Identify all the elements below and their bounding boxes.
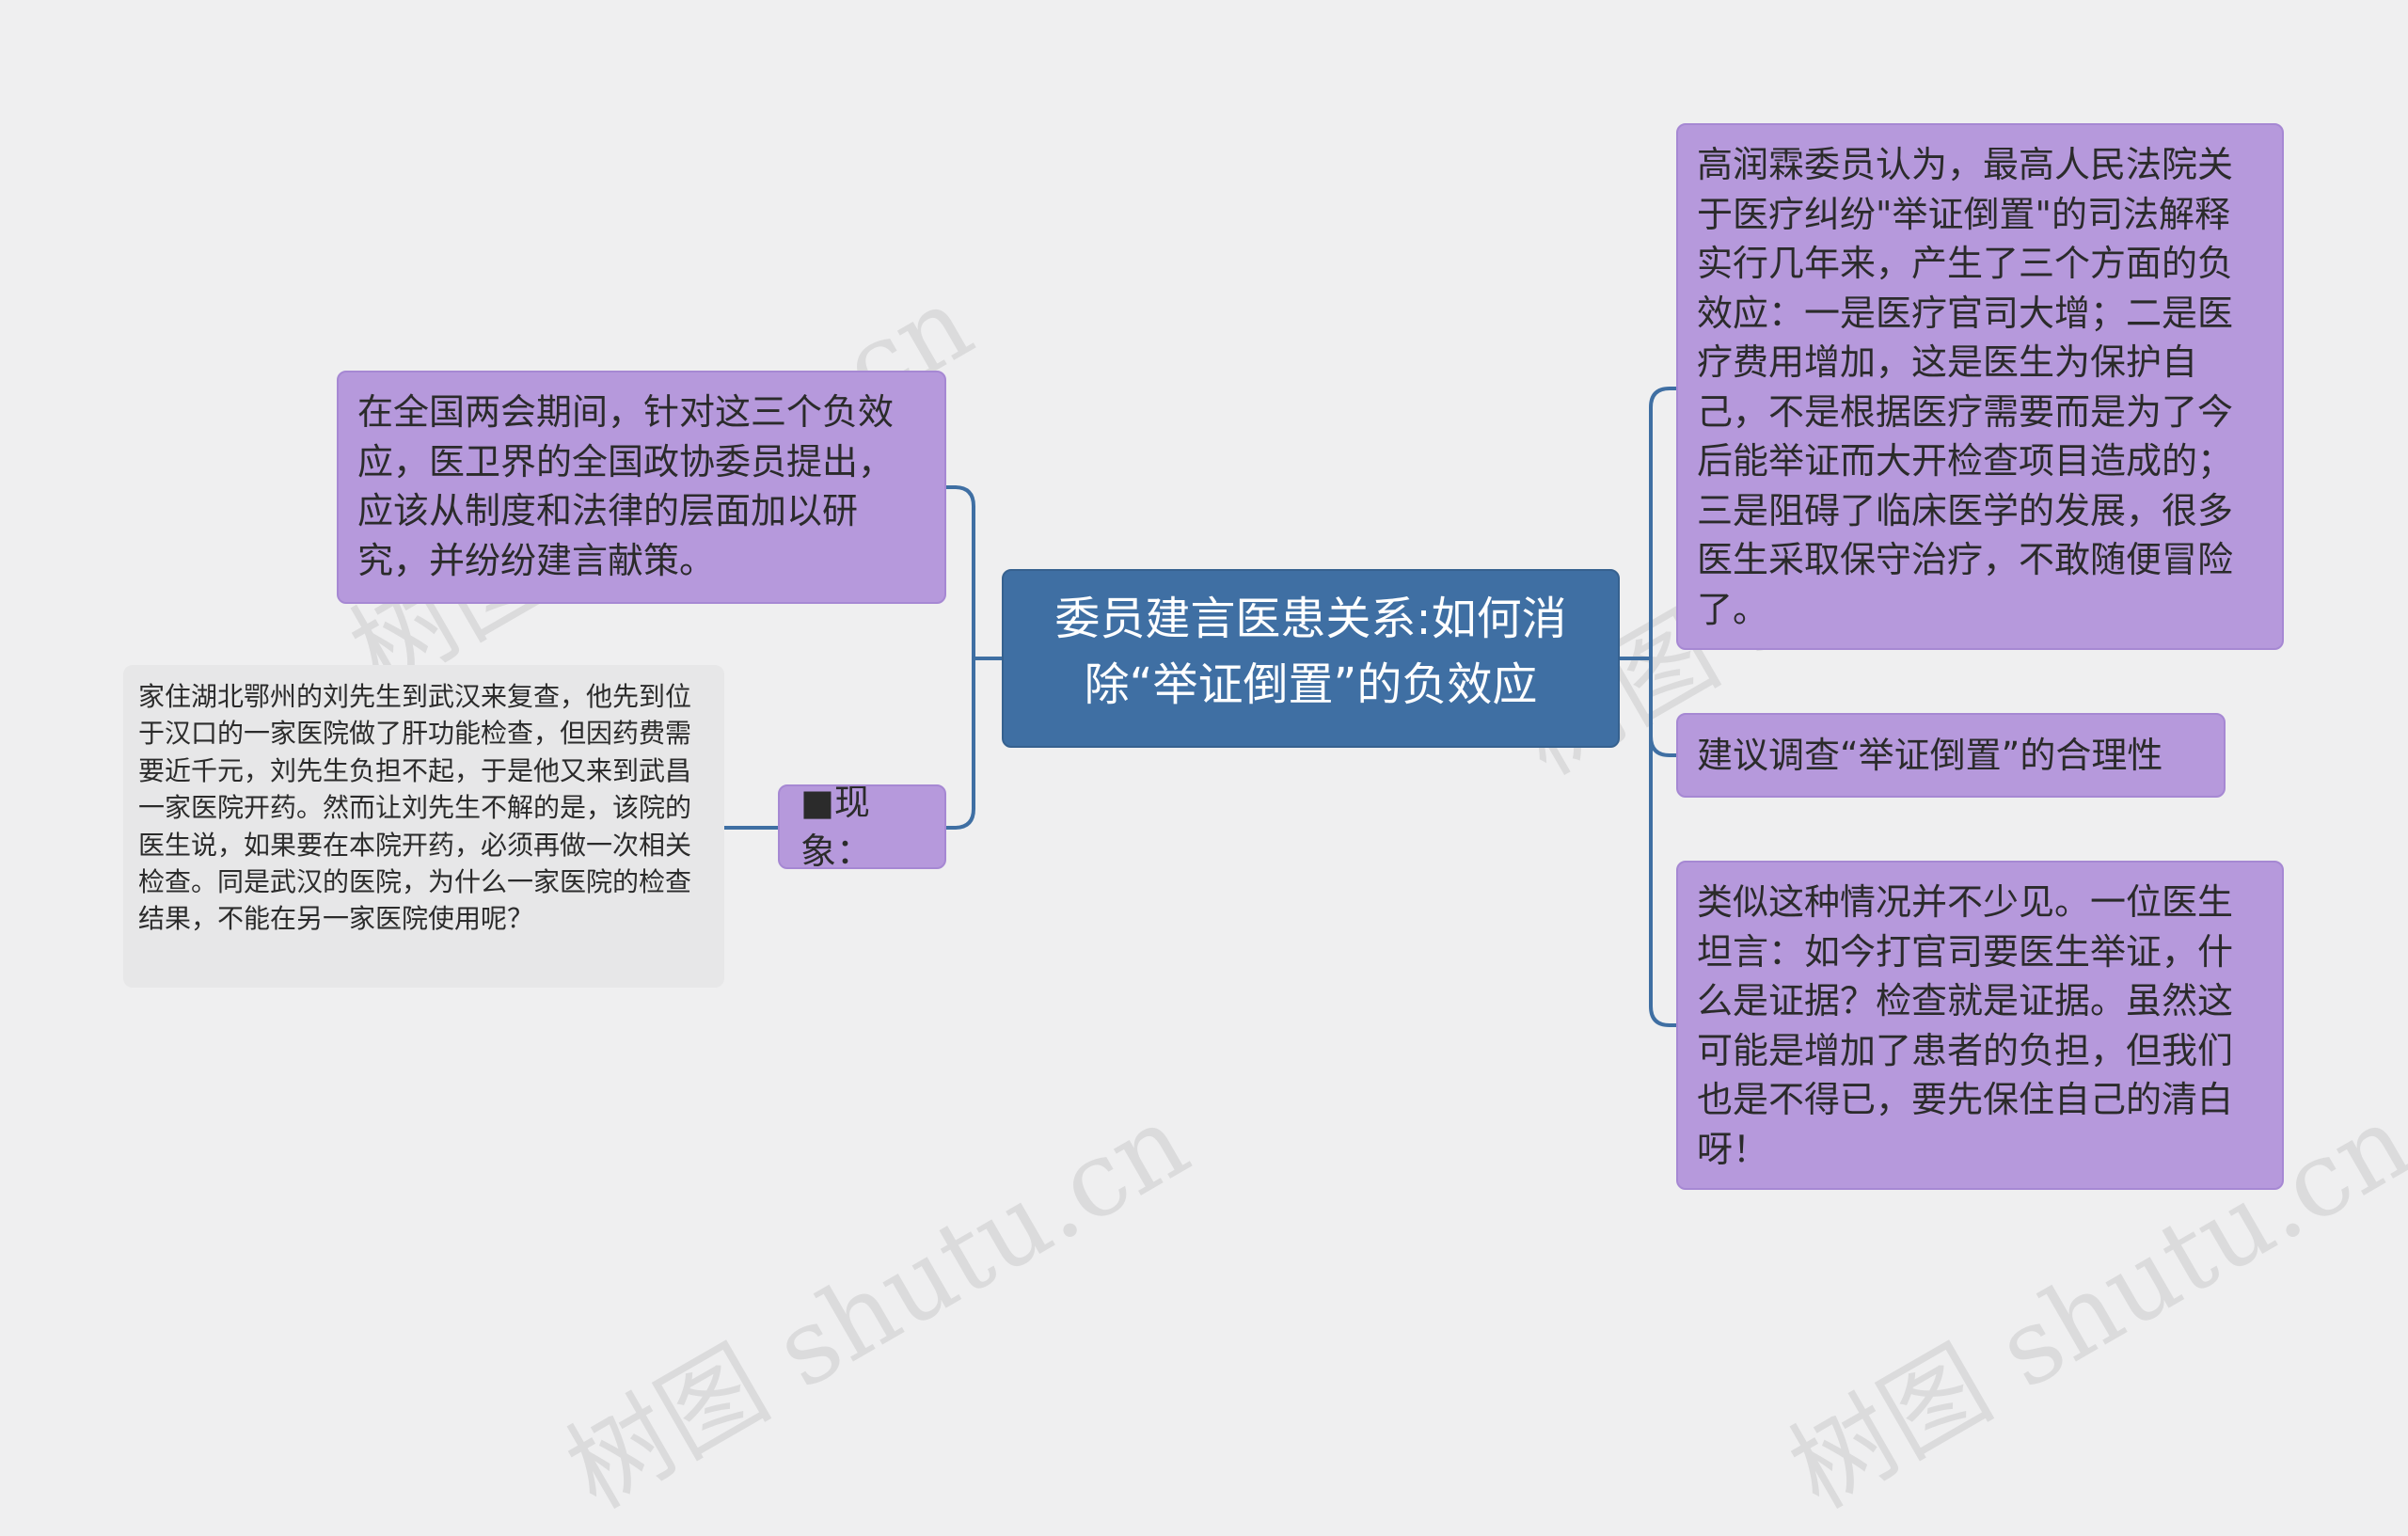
topic-suggestion-text: 建议调查“举证倒置”的合理性	[1697, 734, 2163, 776]
mind-map-canvas: 树图 shutu.cn 树图 shutu.cn 树图 shutu.cn 树图 s…	[123, 123, 2408, 1531]
root-topic[interactable]: 委员建言医患关系:如何消除“举证倒置”的负效应	[1002, 569, 1620, 748]
connector-to-proposal	[944, 485, 975, 660]
topic-opinion[interactable]: 高润霖委员认为，最高人民法院关于医疗纠纷"举证倒置"的司法解释实行几年来，产生了…	[1676, 123, 2284, 650]
topic-proposal[interactable]: 在全国两会期间，针对这三个负效应，医卫界的全国政协委员提出，应该从制度和法律的层…	[337, 371, 946, 604]
phenomenon-detail[interactable]: 家住湖北鄂州的刘先生到武汉来复查，他先到位于汉口的一家医院做了肝功能检查，但因药…	[123, 665, 724, 988]
topic-phenomenon-text: ■现象：	[800, 784, 873, 869]
topic-opinion-text: 高润霖委员认为，最高人民法院关于医疗纠纷"举证倒置"的司法解释实行几年来，产生了…	[1697, 144, 2234, 630]
topic-doctor-quote[interactable]: 类似这种情况并不少见。一位医生坦言：如今打官司要医生举证，什么是证据？检查就是证…	[1676, 861, 2284, 1190]
topic-doctor-quote-text: 类似这种情况并不少见。一位医生坦言：如今打官司要医生举证，什么是证据？检查就是证…	[1697, 881, 2234, 1170]
phenomenon-detail-text: 家住湖北鄂州的刘先生到武汉来复查，他先到位于汉口的一家医院做了肝功能检查，但因药…	[138, 681, 692, 935]
topic-proposal-text: 在全国两会期间，针对这三个负效应，医卫界的全国政协委员提出，应该从制度和法律的层…	[357, 391, 895, 581]
connector-to-phenomenon	[944, 657, 975, 830]
connector-to-doctor-quote	[1649, 657, 1678, 1027]
topic-suggestion[interactable]: 建议调查“举证倒置”的合理性	[1676, 713, 2226, 798]
root-topic-text: 委员建言医患关系:如何消除“举证倒置”的负效应	[1054, 593, 1567, 711]
connector-lines	[722, 387, 1678, 1027]
topic-phenomenon[interactable]: ■现象：	[778, 784, 946, 869]
connector-to-opinion	[1649, 387, 1678, 660]
connector-to-suggestion	[1649, 657, 1678, 757]
